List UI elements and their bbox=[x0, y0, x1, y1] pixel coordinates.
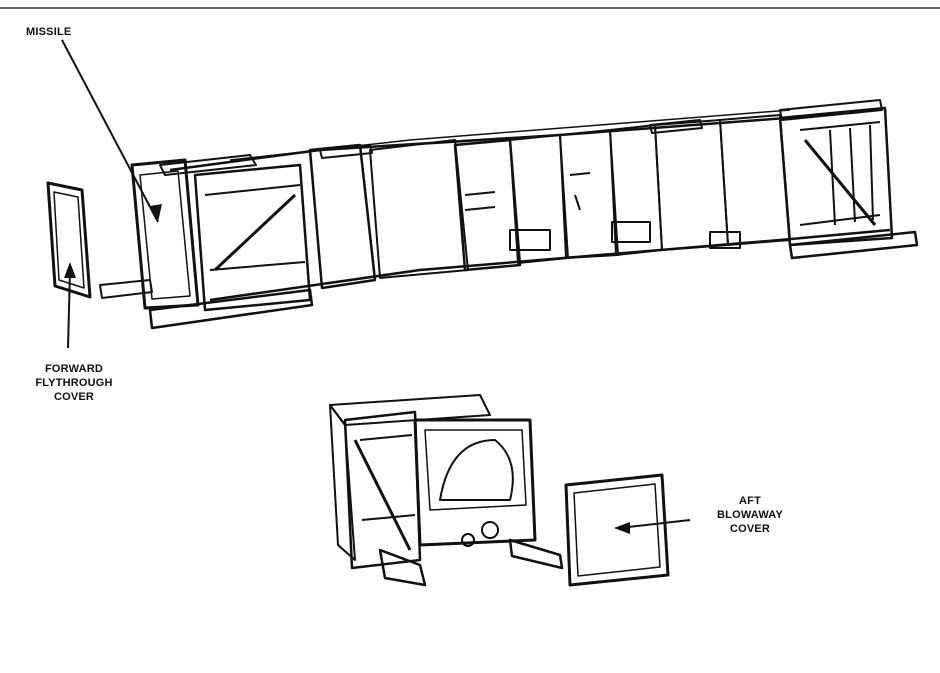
forward-cover-leader-line bbox=[67, 269, 71, 349]
forward-cover-line-2: FLYTHROUGH bbox=[35, 377, 113, 389]
canister-assembly bbox=[99, 99, 919, 330]
missile-arrowhead bbox=[150, 204, 162, 222]
aft-cover-line-3: COVER bbox=[729, 523, 771, 535]
forward-cover-arrowhead bbox=[64, 262, 76, 278]
forward-flythrough-cover-panel bbox=[46, 181, 92, 299]
aft-cover-arrowhead bbox=[614, 522, 630, 534]
missile-leader-line bbox=[61, 39, 159, 223]
aft-end-detail-assembly bbox=[329, 394, 564, 587]
leader-arrows bbox=[61, 39, 691, 534]
forward-flythrough-cover-label: FORWARD FLYTHROUGH COVER bbox=[14, 362, 134, 404]
missile-label-text: MISSILE bbox=[26, 26, 72, 38]
aft-blowaway-cover-label: AFT BLOWAWAY COVER bbox=[700, 494, 800, 536]
aft-blowaway-cover-panel bbox=[564, 473, 670, 587]
forward-cover-line-1: FORWARD bbox=[44, 363, 104, 375]
aft-cover-line-2: BLOWAWAY bbox=[717, 509, 783, 521]
forward-cover-line-3: COVER bbox=[53, 391, 95, 403]
aft-cover-line-1: AFT bbox=[739, 495, 761, 507]
missile-label: MISSILE bbox=[26, 25, 71, 39]
aft-cover-leader-line bbox=[619, 519, 691, 529]
